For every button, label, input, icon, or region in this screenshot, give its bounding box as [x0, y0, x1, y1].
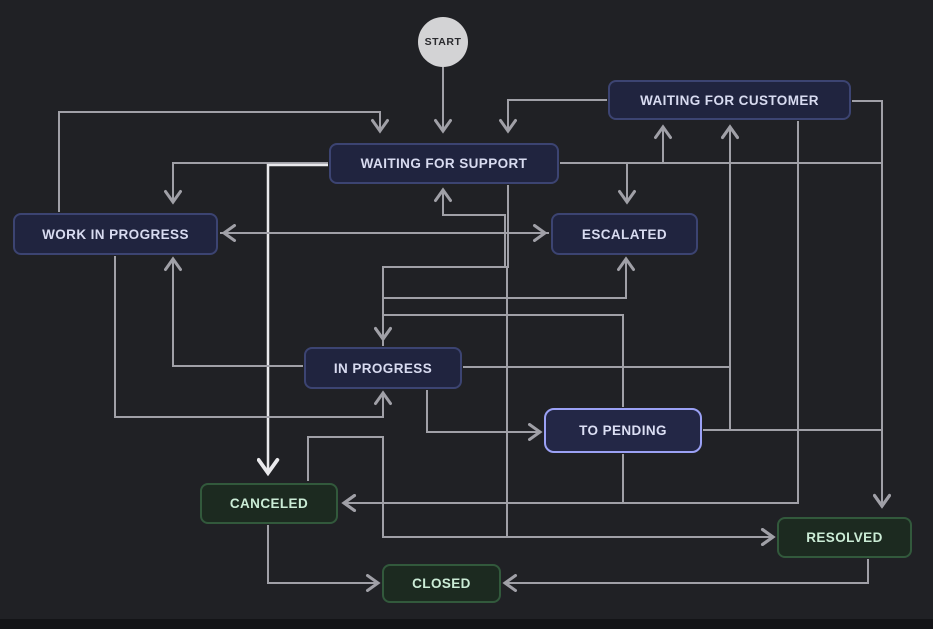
edge-waiting-for-support-to-canceled	[256, 163, 328, 477]
edge-in-progress-to-to-pending	[426, 390, 543, 441]
edge-waiting-for-support-to-resolved	[506, 267, 776, 546]
edge-resolved-to-closed	[502, 559, 869, 592]
node-waiting-for-support[interactable]: WAITING FOR SUPPORT	[329, 143, 559, 184]
node-label-start: START	[424, 36, 462, 48]
edge-in-progress-to-work-in-progress	[164, 256, 303, 367]
node-work-in-progress[interactable]: WORK IN PROGRESS	[13, 213, 218, 255]
node-label-in-progress: IN PROGRESS	[333, 360, 433, 376]
node-label-canceled: CANCELED	[229, 496, 309, 511]
node-escalated[interactable]: ESCALATED	[551, 213, 698, 255]
node-label-resolved: RESOLVED	[806, 530, 883, 545]
edge-waiting-for-support-to-waiting-for-customer	[560, 124, 672, 164]
node-waiting-for-customer[interactable]: WAITING FOR CUSTOMER	[608, 80, 851, 120]
edge-waiting-for-support-to-work-in-progress	[164, 162, 328, 205]
node-start[interactable]: START	[418, 17, 468, 67]
node-label-waiting-for-customer: WAITING FOR CUSTOMER	[640, 92, 819, 108]
node-canceled[interactable]: CANCELED	[200, 483, 338, 524]
node-closed[interactable]: CLOSED	[382, 564, 501, 603]
bottom-bar	[0, 619, 933, 629]
node-label-escalated: ESCALATED	[581, 226, 668, 242]
node-label-closed: CLOSED	[412, 576, 471, 591]
edge-waiting-for-customer-to-waiting-for-support	[499, 99, 607, 134]
edge-work-in-progress-to-in-progress	[114, 256, 392, 418]
edge-waiting-for-support-to-escalated	[560, 162, 636, 205]
edge-canceled-to-closed	[267, 525, 381, 592]
edge-to-pending-to-canceled	[341, 454, 624, 512]
node-to-pending[interactable]: TO PENDING	[544, 408, 702, 453]
edge-work-in-progress-to-waiting-for-support	[58, 111, 389, 212]
edge-to-pending-to-waiting-for-customer	[703, 124, 739, 431]
node-resolved[interactable]: RESOLVED	[777, 517, 912, 558]
edge-to-pending-to-resolved	[703, 429, 891, 509]
edge-in-progress-to-waiting-for-support	[382, 187, 506, 346]
node-label-to-pending: TO PENDING	[579, 423, 667, 438]
edge-waiting-for-customer-to-resolved	[852, 100, 891, 509]
node-label-work-in-progress: WORK IN PROGRESS	[42, 226, 189, 242]
node-label-waiting-for-support: WAITING FOR SUPPORT	[360, 156, 528, 171]
edge-canceled-to-resolved	[307, 436, 776, 546]
edge-in-progress-to-escalated	[382, 256, 635, 346]
node-in-progress[interactable]: IN PROGRESS	[304, 347, 462, 389]
edge-to-pending-to-in-progress	[374, 314, 624, 407]
